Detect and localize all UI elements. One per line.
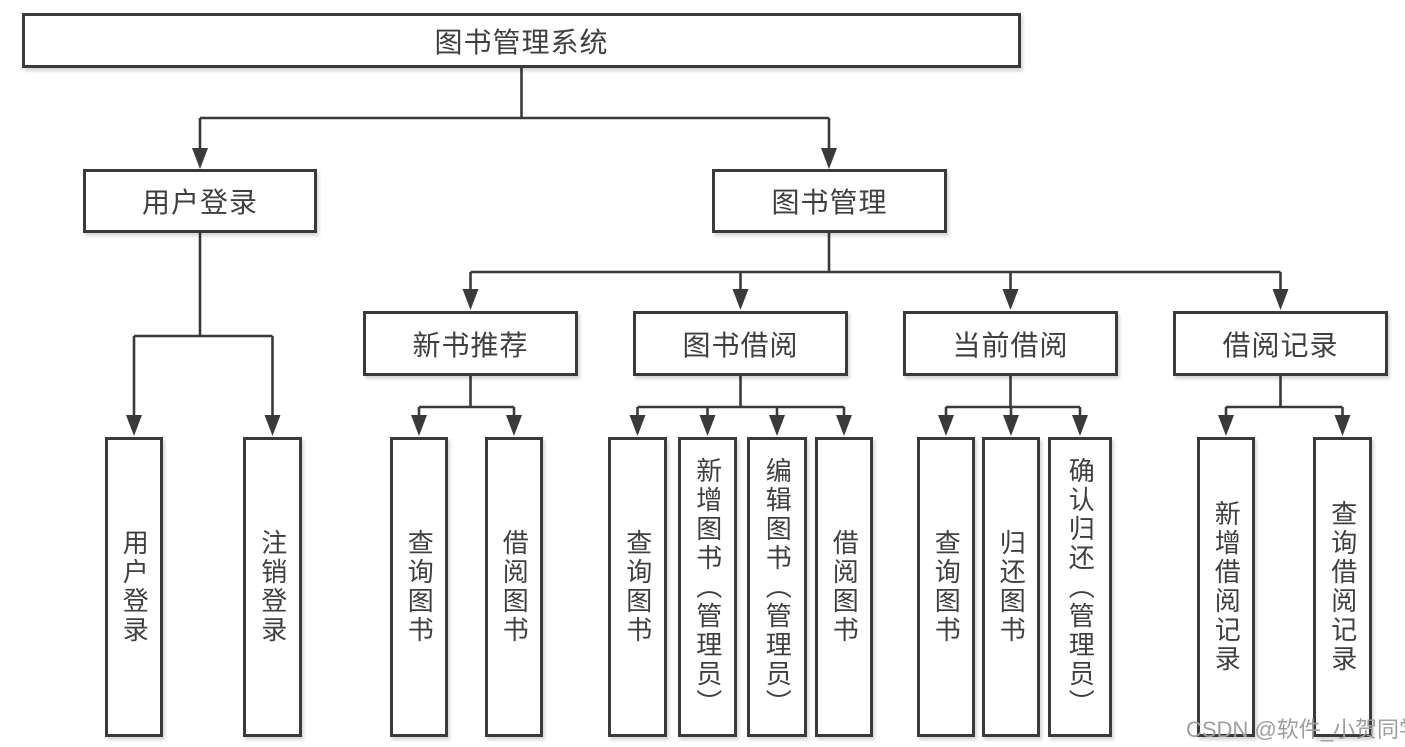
leaf-add-borrow-record: 新增借阅记录 — [1197, 437, 1255, 737]
node-library-management-system: 图书管理系统 — [22, 13, 1021, 68]
node-label: 用户登录 — [119, 529, 150, 645]
node-label: 确认归还（管理员） — [1065, 456, 1096, 718]
leaf-add-book-admin: 新增图书（管理员） — [678, 437, 737, 737]
node-book-management: 图书管理 — [712, 169, 947, 233]
node-label: 借阅图书 — [499, 529, 530, 645]
node-label: 新增借阅记录 — [1211, 500, 1242, 674]
leaf-query-books-current: 查询图书 — [917, 437, 975, 737]
leaf-logout: 注销登录 — [243, 437, 302, 737]
node-label: 用户登录 — [141, 187, 258, 218]
node-label: 查询图书 — [622, 529, 653, 645]
leaf-return-books: 归还图书 — [982, 437, 1040, 737]
leaf-edit-book-admin: 编辑图书（管理员） — [747, 437, 807, 737]
node-label: 查询图书 — [404, 529, 435, 645]
leaf-borrow-books-borrowing: 借阅图书 — [815, 437, 873, 737]
node-label: 新书推荐 — [412, 329, 529, 361]
node-borrowing-records: 借阅记录 — [1173, 311, 1388, 376]
node-current-borrowing: 当前借阅 — [903, 311, 1118, 376]
node-label: 新增图书（管理员） — [692, 456, 723, 718]
node-label: 图书管理 — [771, 187, 888, 218]
node-label: 编辑图书（管理员） — [762, 456, 793, 718]
leaf-query-borrow-record: 查询借阅记录 — [1313, 437, 1372, 737]
leaf-confirm-return-admin: 确认归还（管理员） — [1048, 437, 1112, 737]
node-label: 借阅图书 — [829, 529, 860, 645]
node-label: 图书管理系统 — [434, 26, 609, 58]
leaf-borrow-books-recommend: 借阅图书 — [485, 437, 543, 737]
node-label: 注销登录 — [257, 529, 288, 645]
node-label: 查询图书 — [931, 529, 962, 645]
node-label: 图书借阅 — [682, 329, 799, 361]
node-new-book-recommendation: 新书推荐 — [363, 311, 578, 376]
node-label: 当前借阅 — [952, 329, 1069, 361]
node-label: 查询借阅记录 — [1327, 500, 1358, 674]
node-label: 借阅记录 — [1222, 329, 1339, 361]
leaf-query-books-borrowing: 查询图书 — [608, 437, 667, 737]
leaf-query-books-recommend: 查询图书 — [390, 437, 448, 737]
node-label: 归还图书 — [996, 529, 1027, 645]
leaf-user-login: 用户登录 — [105, 437, 163, 737]
node-book-borrowing: 图书借阅 — [633, 311, 848, 376]
node-user-login: 用户登录 — [83, 169, 317, 233]
csdn-watermark: CSDN @软件_小贺同学 — [1186, 717, 1405, 742]
